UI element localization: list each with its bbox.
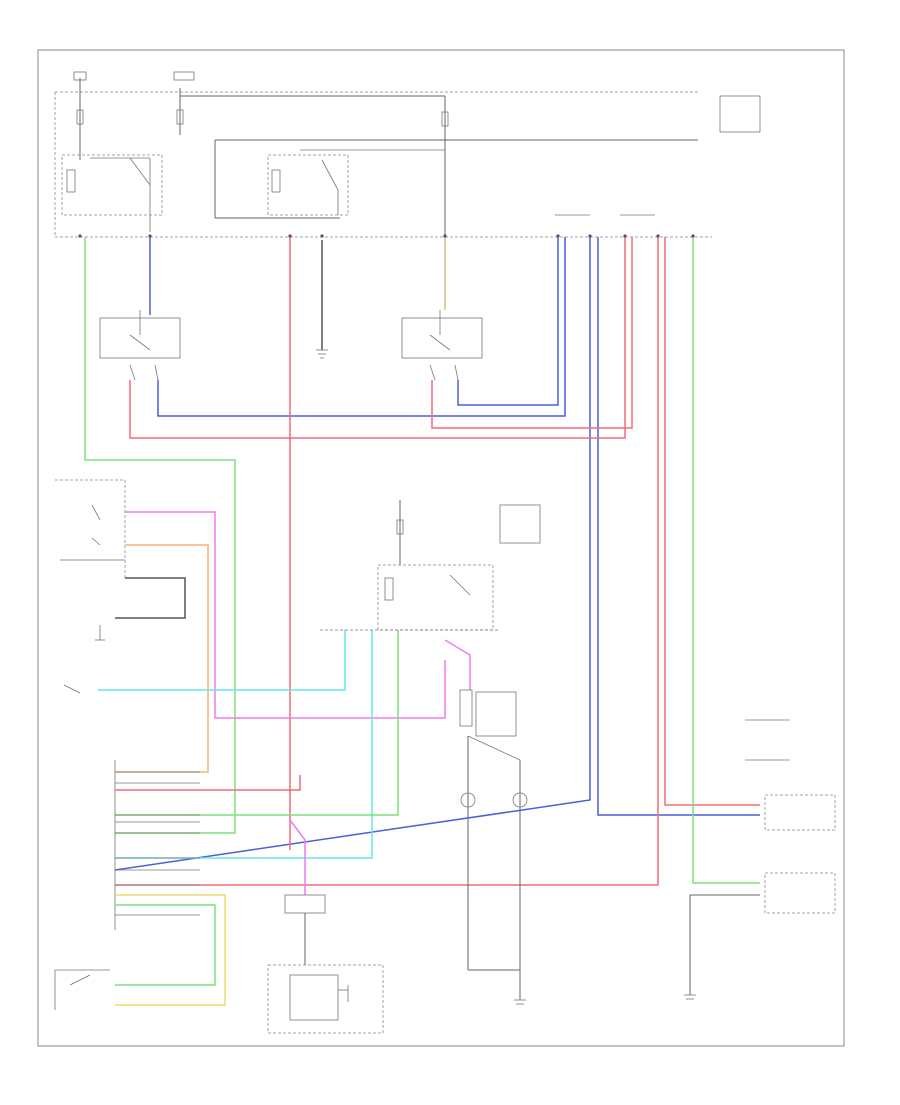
ground-g101 xyxy=(316,240,328,359)
top-label-1 xyxy=(73,71,87,81)
wire-red-right-conn xyxy=(664,237,760,806)
hood-ajar-switch xyxy=(54,969,110,1010)
wire-yellow-hood xyxy=(115,894,226,1006)
wire-pink-relay xyxy=(444,639,471,690)
wire-green-right xyxy=(692,237,760,884)
right-headlamp xyxy=(401,310,483,381)
relay-2 xyxy=(267,154,349,216)
headlamp-connector-right xyxy=(745,719,836,914)
wire-cyan-lower xyxy=(98,630,346,691)
wire-pink-bcm xyxy=(289,819,306,895)
wire-cyan-vertical xyxy=(115,630,373,859)
left-headlamp xyxy=(99,310,181,381)
top-right-label xyxy=(719,95,761,133)
wire-blue-long-1 xyxy=(114,237,591,871)
wire-green-hood xyxy=(115,904,216,986)
relay-1 xyxy=(61,154,163,216)
wire-blue-long-2 xyxy=(597,237,760,816)
wire-black-ground xyxy=(115,577,186,619)
wire-orange-switch xyxy=(115,544,209,773)
wire-pink-switch xyxy=(125,511,446,719)
instrument-cluster xyxy=(267,894,384,1034)
diagram-frame xyxy=(37,49,845,1047)
wire-green-left xyxy=(84,237,236,834)
fog-lamps xyxy=(459,689,528,1005)
fuse-3 xyxy=(441,111,449,127)
wire-blue-lowbeam xyxy=(157,237,566,417)
fuse-2 xyxy=(176,109,184,125)
fuse-1 xyxy=(76,109,84,125)
top-label-2 xyxy=(173,71,195,81)
wire-green-relay xyxy=(115,630,399,816)
fog-lamp-relay xyxy=(320,500,541,631)
wire-red-long xyxy=(115,237,659,886)
headlamp-switch xyxy=(55,479,126,580)
wire-blue-right xyxy=(457,237,559,406)
ground-right xyxy=(684,894,760,1000)
wire-red-bcm xyxy=(115,775,301,791)
wire-red-highbeam xyxy=(129,237,626,439)
underhood-fuse-relay-center xyxy=(54,78,712,238)
wire-red-right xyxy=(431,237,633,429)
